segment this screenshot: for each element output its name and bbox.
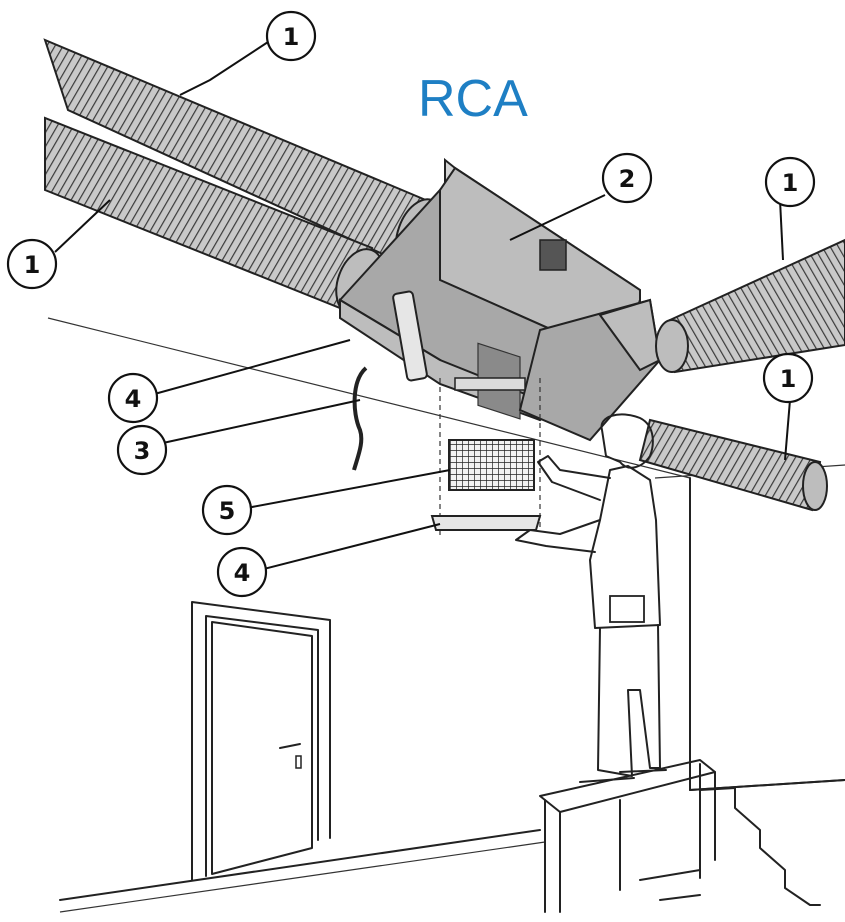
svg-text:1: 1	[780, 365, 797, 393]
duct-right-upper	[655, 238, 845, 374]
svg-text:4: 4	[125, 385, 142, 413]
callout-filter: 5	[201, 484, 253, 536]
callout-unit: 2	[601, 152, 653, 204]
callout-cable: 3	[116, 424, 168, 476]
filter-assembly	[430, 377, 542, 535]
svg-text:1: 1	[283, 23, 300, 51]
door-lock	[295, 755, 302, 769]
svg-text:1: 1	[782, 169, 799, 197]
ventilation-unit	[338, 157, 662, 442]
callout-duct-lower-left: 1	[6, 238, 58, 290]
svg-text:3: 3	[134, 437, 151, 465]
callout-duct-right-lower: 1	[762, 352, 814, 404]
svg-text:5: 5	[219, 497, 236, 525]
power-cable	[352, 366, 368, 471]
leader-lines	[54, 41, 791, 573]
stairs	[639, 787, 821, 906]
room-lines	[47, 317, 845, 913]
door-handle	[279, 743, 301, 749]
title: RCA	[418, 70, 528, 128]
technician	[515, 413, 667, 783]
callout-cover-upper: 4	[107, 372, 159, 424]
svg-text:2: 2	[619, 165, 636, 193]
duct-right-lower	[638, 418, 828, 512]
svg-text:1: 1	[24, 251, 41, 279]
callout-duct-upper-left: 1	[265, 10, 317, 62]
callout-cover-lower: 4	[216, 546, 268, 598]
svg-text:4: 4	[234, 559, 251, 587]
cover-panel-upper	[392, 290, 428, 382]
step-platform	[539, 759, 716, 913]
filter-cassette	[448, 439, 535, 491]
door	[191, 601, 331, 881]
pocket	[609, 595, 645, 623]
callout-duct-right-upper: 1	[764, 156, 816, 208]
cover-panel-lower	[430, 515, 542, 531]
